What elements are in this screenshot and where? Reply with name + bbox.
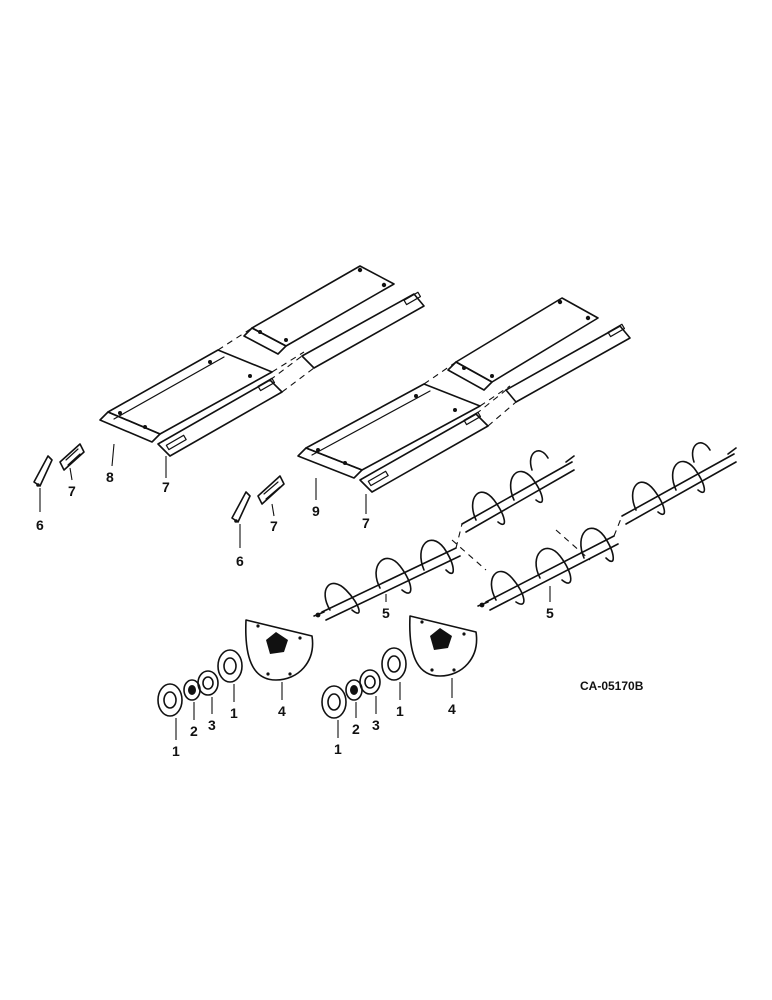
callout-labels: 6 7 8 7 6 7 9 7 5 5 1 2 3 1 4 1 2 3 1 4: [36, 469, 554, 759]
left-strip-rear: [301, 291, 425, 369]
left-pan-rear: [243, 265, 395, 355]
leader-lines: [39, 443, 551, 740]
right-strip-front: [359, 411, 489, 493]
left-trough-assembly: [33, 265, 425, 487]
callout-right-bearing-inner: 1: [396, 703, 404, 719]
left-end-plate-small: [59, 443, 85, 471]
callout-right-end-plate: 4: [448, 701, 456, 717]
right-bearing-inner: [381, 647, 407, 681]
callout-left-pan: 8: [106, 469, 114, 485]
left-bearing-group: [157, 619, 314, 717]
auger-right: [477, 442, 737, 611]
callout-auger-right: 5: [546, 605, 554, 621]
right-bearing-collar: [359, 669, 381, 695]
callout-left-bearing-ring: 2: [190, 723, 198, 739]
left-bearing-collar: [197, 670, 219, 696]
right-bearing-group: [321, 615, 478, 719]
callout-auger-left: 5: [382, 605, 390, 621]
right-trough-assembly: [231, 297, 631, 523]
callout-left-end-plate: 4: [278, 703, 286, 719]
callout-left-bearing-outer: 1: [172, 743, 180, 759]
right-bearing-outer: [321, 685, 347, 719]
callout-left-strip: 7: [162, 479, 170, 495]
right-shield: [231, 491, 251, 523]
callout-right-strip: 7: [362, 515, 370, 531]
auger-left: [313, 450, 575, 621]
right-pan-rear: [447, 297, 599, 391]
left-end-plate: [245, 619, 314, 681]
callout-right-plate: 7: [270, 518, 278, 534]
callout-right-bearing-ring: 2: [352, 721, 360, 737]
right-end-plate-small: [257, 475, 285, 505]
diagram-code: CA-05170B: [580, 679, 644, 693]
callout-right-bearing-outer: 1: [334, 741, 342, 757]
right-strip-rear: [505, 323, 631, 403]
callout-left-bearing-collar: 3: [208, 717, 216, 733]
callout-left-shield: 6: [36, 517, 44, 533]
callout-right-pan: 9: [312, 503, 320, 519]
left-shield: [33, 455, 53, 487]
callout-left-bearing-inner: 1: [230, 705, 238, 721]
left-strip-front: [157, 377, 283, 457]
callout-left-plate: 7: [68, 483, 76, 499]
callout-right-shield: 6: [236, 553, 244, 569]
left-bearing-inner: [217, 649, 243, 683]
left-bearing-outer: [157, 683, 183, 717]
right-end-plate: [409, 615, 478, 677]
callout-right-bearing-collar: 3: [372, 717, 380, 733]
